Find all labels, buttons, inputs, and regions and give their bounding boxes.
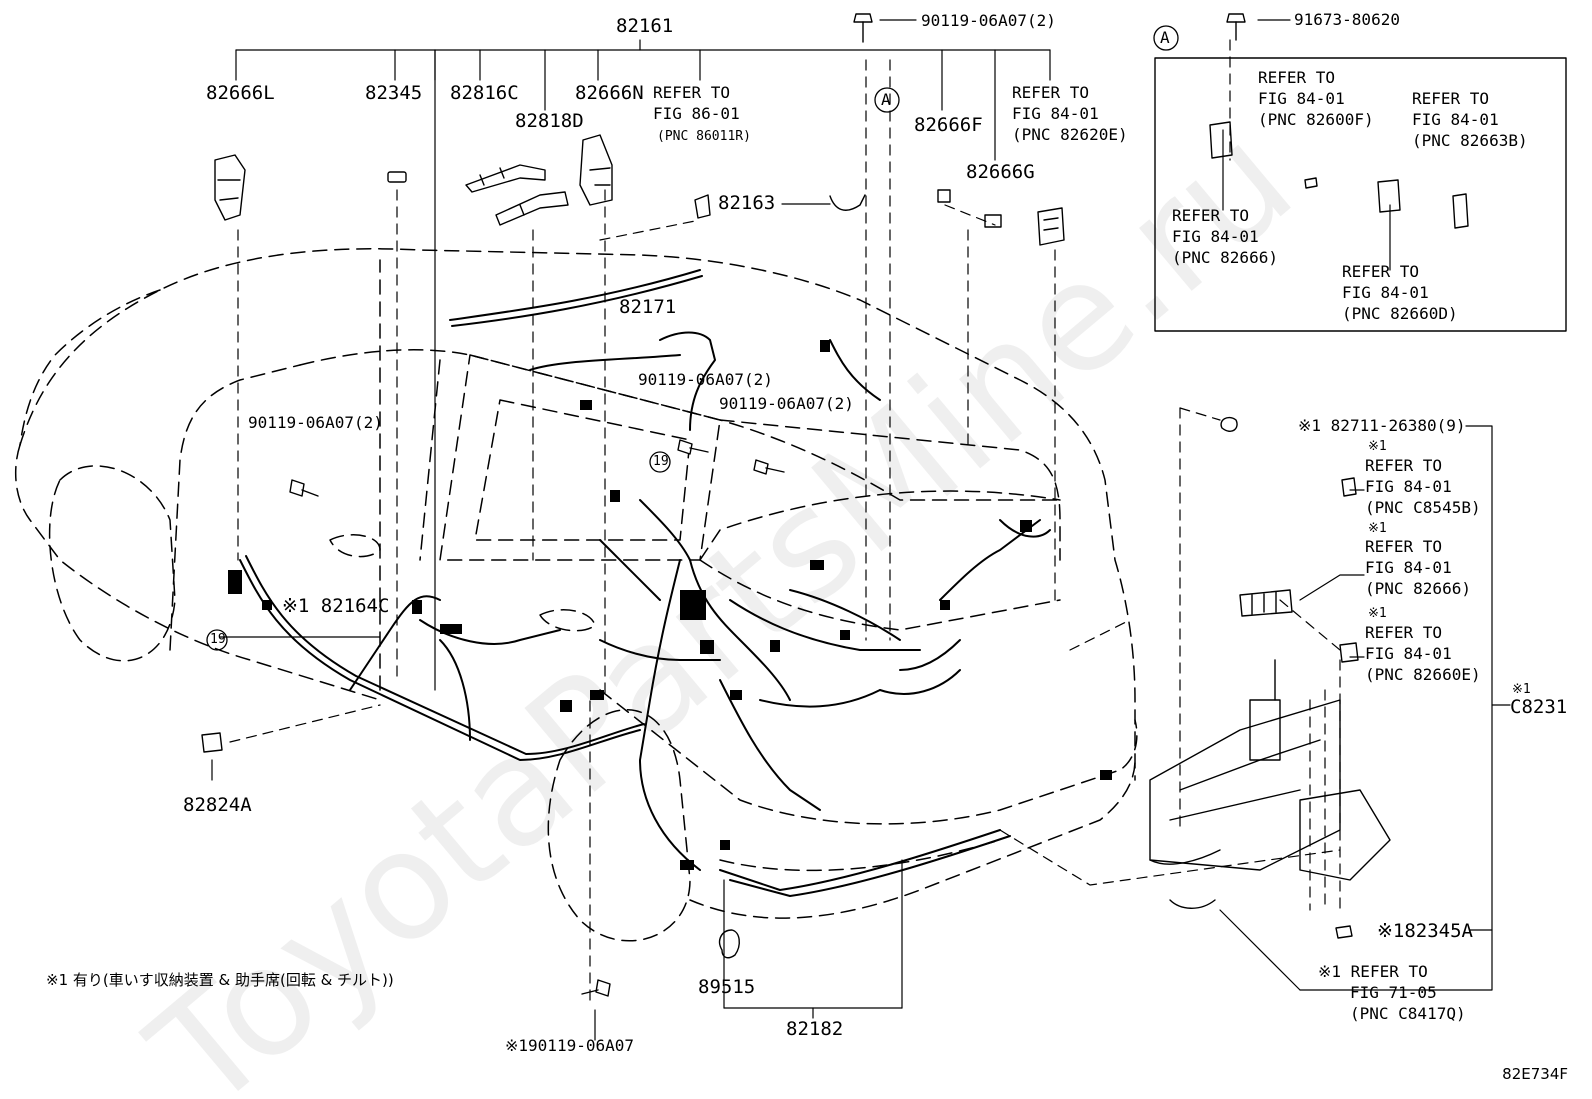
bolt-icons [289, 13, 1246, 997]
inset-82666-line2: FIG 84-01 [1172, 227, 1259, 246]
inset-82663B-line1: REFER TO [1412, 89, 1490, 108]
label-90119-left: 90119-06A07(2) [248, 413, 383, 432]
part-82620E-sketch [1037, 207, 1065, 246]
inset-82663B-line2: FIG 84-01 [1412, 110, 1499, 129]
label-82818D: 82818D [515, 110, 584, 132]
ref-C8545B-line1: REFER TO [1365, 456, 1443, 475]
label-89515: 89515 [698, 976, 756, 998]
inset-82660D-line3: (PNC 82660D) [1342, 304, 1458, 323]
ref-82660E-line2: FIG 84-01 [1365, 644, 1452, 663]
label-82666F: 82666F [914, 114, 983, 136]
wire-harness [239, 269, 1051, 897]
inset-82600F-line3: (PNC 82600F) [1258, 110, 1374, 129]
label-90119-top: 90119-06A07(2) [921, 11, 1056, 30]
label-90119-bottom: ※190119-06A07 [505, 1036, 634, 1055]
diagram-code: 82E734F [1502, 1065, 1568, 1083]
part-82666N-sketch [579, 134, 613, 206]
label-82171: 82171 [619, 296, 677, 318]
label-82666L: 82666L [206, 82, 275, 104]
ref-82666r-mark: ※1 [1368, 521, 1387, 536]
label-C8231-mark: ※1 [1512, 682, 1531, 697]
part-82818D-sketch [495, 191, 569, 226]
ref-C8545B-line2: FIG 84-01 [1365, 477, 1452, 496]
ref-82660E-line1: REFER TO [1365, 623, 1443, 642]
part-86011R-sketch [694, 194, 711, 219]
marker-19-mid: 19 [653, 454, 669, 469]
part-82816C-sketch [465, 164, 546, 193]
circle-markers [206, 25, 1179, 651]
label-82666G: 82666G [966, 161, 1035, 183]
part-82666G-sketch [984, 214, 1002, 228]
label-82824A: 82824A [183, 794, 252, 816]
harness-connectors [228, 340, 1112, 870]
ref-82620E-line2: FIG 84-01 [1012, 104, 1099, 123]
label-82163: 82163 [718, 192, 776, 214]
ref-86-01-line3: (PNC 86011R) [657, 129, 751, 144]
inset-82600F-line2: FIG 84-01 [1258, 89, 1345, 108]
part-82666L-sketch [214, 154, 246, 221]
ref-C8545B-line3: (PNC C8545B) [1365, 498, 1481, 517]
inset-82660D-line1: REFER TO [1342, 262, 1420, 281]
part-82824A-sketch [201, 732, 223, 753]
marker-19-left: 19 [210, 632, 226, 647]
ref-82666r-line2: FIG 84-01 [1365, 558, 1452, 577]
wheelchair-mechanism-sketch [1149, 416, 1391, 939]
ref-86-01-line2: FIG 86-01 [653, 104, 740, 123]
marker-A-main: A [881, 90, 891, 109]
inset-82660D-line2: FIG 84-01 [1342, 283, 1429, 302]
inset-box [1154, 57, 1567, 332]
footnote: ※1 有り(車いす収納装置 & 助手席(回転 & チルト)) [46, 971, 394, 989]
label-82164C: ※1 82164C [282, 595, 390, 617]
label-91673: 91673-80620 [1294, 10, 1400, 29]
ref-82620E-line3: (PNC 82620E) [1012, 125, 1128, 144]
inset-82666-line3: (PNC 82666) [1172, 248, 1278, 267]
label-82345: 82345 [365, 82, 423, 104]
label-82182: 82182 [786, 1018, 844, 1040]
label-82711: ※1 82711-26380(9) [1298, 416, 1466, 435]
inset-82600F-line1: REFER TO [1258, 68, 1336, 87]
ref-C8417Q-line2: FIG 71-05 [1350, 983, 1437, 1002]
ref-C8545B-mark: ※1 [1368, 439, 1387, 454]
part-82163-sketch [829, 194, 866, 211]
ref-82660E-mark: ※1 [1368, 606, 1387, 621]
ref-C8417Q-line3: (PNC C8417Q) [1350, 1004, 1466, 1023]
ref-86-01-line1: REFER TO [653, 83, 731, 102]
part-82666F-sketch [937, 189, 951, 203]
label-C8231: C8231 [1510, 696, 1568, 718]
part-82345-sketch [387, 171, 407, 183]
ref-82620E-line1: REFER TO [1012, 83, 1090, 102]
label-82161: 82161 [616, 15, 674, 37]
ref-C8417Q-line1: ※1 REFER TO [1318, 962, 1428, 981]
label-90119-mid2: 90119-06A07(2) [719, 394, 854, 413]
leader-lines [211, 19, 1511, 1041]
marker-A-inset: A [1160, 28, 1170, 47]
dashed-guides [229, 39, 1341, 1001]
label-82816C: 82816C [450, 82, 519, 104]
ref-82660E-line3: (PNC 82660E) [1365, 665, 1481, 684]
inset-82666-line1: REFER TO [1172, 206, 1250, 225]
car-body-outline [14, 248, 1138, 942]
part-89515-sketch [718, 929, 740, 959]
ref-82666r-line1: REFER TO [1365, 537, 1443, 556]
ref-82666r-line3: (PNC 82666) [1365, 579, 1471, 598]
label-82666N: 82666N [575, 82, 644, 104]
inset-82663B-line3: (PNC 82663B) [1412, 131, 1528, 150]
label-82345A: ※182345A [1377, 920, 1473, 942]
label-90119-mid: 90119-06A07(2) [638, 370, 773, 389]
